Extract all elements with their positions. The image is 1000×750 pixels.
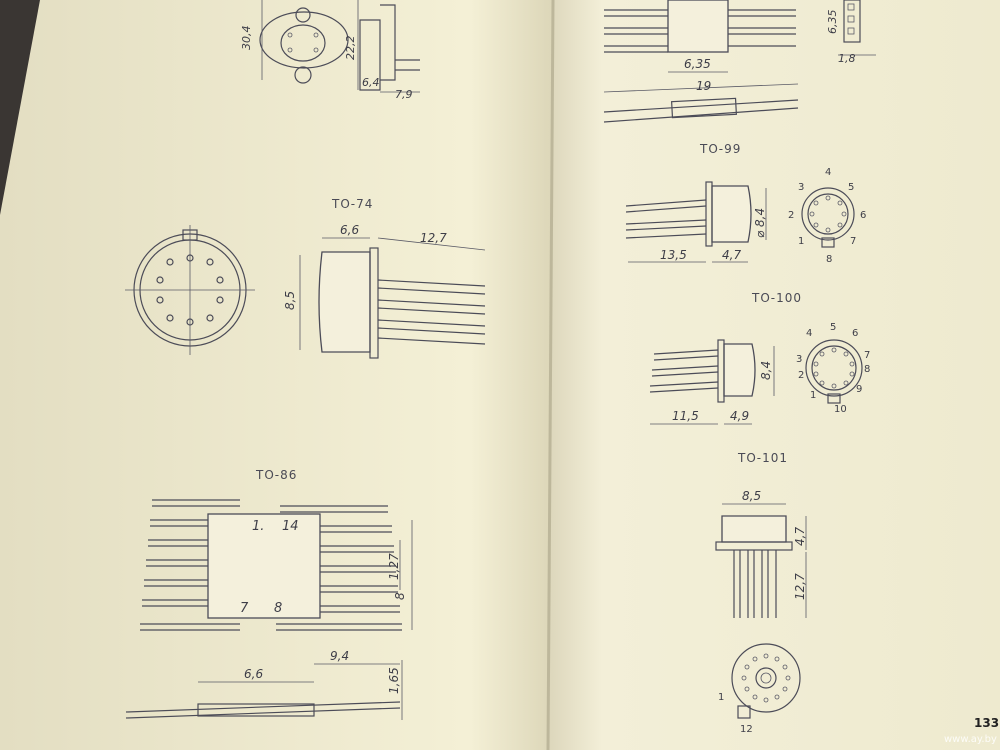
to99-pin-7: 7 bbox=[850, 236, 856, 247]
to101-pin-12: 12 bbox=[740, 724, 753, 735]
to101-dim-height: 4,7 bbox=[793, 527, 807, 546]
to100-dim-height: 8,4 bbox=[759, 361, 773, 380]
to99-dim-lead: 13,5 bbox=[660, 248, 687, 262]
to86-label: ТО-86 bbox=[255, 468, 297, 482]
to99-label: ТО-99 bbox=[699, 142, 741, 156]
to86-dim-body: 6,6 bbox=[244, 667, 263, 681]
to86-pin-1: 1. bbox=[252, 519, 264, 534]
to86-pin-14: 14 bbox=[282, 519, 299, 534]
left-page bbox=[0, 0, 553, 750]
tr-dim-length: 19 bbox=[696, 79, 711, 93]
to100-pin-7: 7 bbox=[864, 350, 870, 361]
top-right-package-drawing: 6,35 19 6,35 1,8 bbox=[603, 0, 876, 123]
to99-pin-3: 3 bbox=[798, 182, 804, 193]
tr-dim-width: 6,35 bbox=[684, 57, 711, 71]
page-number: 133 bbox=[974, 716, 999, 730]
to99-pin-4: 4 bbox=[825, 167, 831, 178]
to86-dim-thick: 1,65 bbox=[387, 667, 401, 694]
to74-dim-width: 6,6 bbox=[340, 223, 359, 237]
to100-pin-1: 1 bbox=[810, 390, 816, 401]
to99-dim-diameter: ⌀ 8,4 bbox=[753, 208, 767, 238]
to86-dim-span: 9,4 bbox=[330, 649, 349, 663]
watermark: www.ay.by bbox=[944, 734, 997, 745]
to86-dim-pitch: 1,27 bbox=[387, 553, 401, 580]
book-gutter bbox=[546, 0, 555, 750]
to100-pin-9: 9 bbox=[856, 384, 862, 395]
to99-pin-5: 5 bbox=[848, 182, 854, 193]
to86-pin-7: 7 bbox=[240, 601, 249, 616]
to101-dim-width: 8,5 bbox=[742, 489, 761, 503]
to74-drawing: 6,6 12,7 8,5 bbox=[125, 223, 486, 359]
to100-dim-body: 4,9 bbox=[730, 409, 749, 423]
to100-pin-2: 2 bbox=[798, 370, 804, 381]
to86-drawing: 1. 14 7 8 1,27 8 6,6 9,4 1,65 bbox=[125, 499, 413, 720]
tr-dim-side: 6,35 bbox=[826, 10, 839, 35]
to100-dim-lead: 11,5 bbox=[672, 409, 699, 423]
to100-pin-5: 5 bbox=[830, 322, 836, 333]
to74-dim-height: 8,5 bbox=[283, 291, 297, 310]
to99-pin-6: 6 bbox=[860, 210, 866, 221]
to86-dim-height: 8 bbox=[393, 592, 407, 600]
to101-dim-lead: 12,7 bbox=[793, 573, 807, 600]
dim-30-4: 30,4 bbox=[240, 26, 253, 51]
to101-drawing: 8,5 4,7 12,7 1 12 bbox=[715, 489, 807, 735]
tr-dim-tab: 1,8 bbox=[838, 52, 856, 65]
to100-label: ТО-100 bbox=[751, 291, 802, 305]
to74-label: ТО-74 bbox=[331, 197, 373, 211]
to99-pin-1: 1 bbox=[798, 236, 804, 247]
to101-label: ТО-101 bbox=[737, 451, 788, 465]
to99-pin-8: 8 bbox=[826, 254, 832, 265]
to100-pin-10: 10 bbox=[834, 404, 847, 415]
top-left-package-drawing: 30,4 22,2 6,4 7,9 bbox=[240, 0, 420, 101]
to99-pin-2: 2 bbox=[788, 210, 794, 221]
to100-pin-3: 3 bbox=[796, 354, 802, 365]
dim-6-4: 6,4 bbox=[362, 76, 380, 89]
to74-dim-lead: 12,7 bbox=[420, 231, 447, 245]
to100-pin-8: 8 bbox=[864, 364, 870, 375]
to100-pin-6: 6 bbox=[852, 328, 858, 339]
to101-pin-1: 1 bbox=[718, 692, 724, 703]
dim-22-2: 22,2 bbox=[344, 36, 357, 61]
to99-drawing: 13,5 4,7 ⌀ 8,4 1 2 3 4 5 6 7 8 bbox=[625, 167, 866, 265]
to100-pin-4: 4 bbox=[806, 328, 812, 339]
dim-7-9: 7,9 bbox=[395, 88, 413, 101]
to86-pin-8: 8 bbox=[274, 601, 282, 616]
to100-drawing: 11,5 4,9 8,4 1 2 3 4 5 6 7 8 9 10 bbox=[649, 322, 870, 425]
to99-dim-body: 4,7 bbox=[722, 248, 741, 262]
